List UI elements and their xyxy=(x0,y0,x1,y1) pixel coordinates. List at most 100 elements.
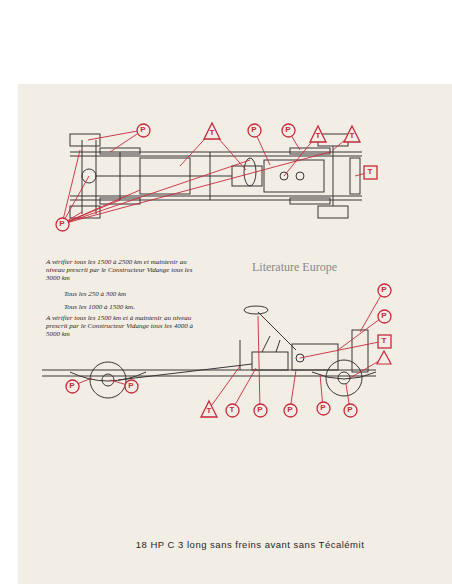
chassis-side-view-stroke xyxy=(352,330,368,372)
callout-letter: T xyxy=(225,403,240,414)
oil-point-triangle-shape-outline xyxy=(344,126,360,142)
chassis-side-view-stroke xyxy=(240,340,241,370)
legend-text: Tous les 250 à 300 km xyxy=(64,290,204,298)
caption: 18 HP C 3 long sans freins avant sans Té… xyxy=(136,539,365,550)
chassis-plan-view xyxy=(70,134,362,218)
chassis-plan-view-stroke xyxy=(296,172,304,180)
leader-lines-stroke xyxy=(209,366,240,409)
callout-letter: P xyxy=(55,217,70,228)
grease-point-circle: P xyxy=(283,403,298,418)
grease-point-circle: P xyxy=(343,403,358,418)
callout-letter: T xyxy=(203,122,221,137)
callout-letter: P xyxy=(124,379,139,390)
leader-lines-stroke xyxy=(62,160,250,224)
chassis-side-view-stroke xyxy=(102,374,114,386)
callout-letter: P xyxy=(377,283,392,294)
check-point-square-shape-outline xyxy=(364,166,377,179)
chassis-plan-view-stroke xyxy=(264,160,324,192)
leader-lines-stroke xyxy=(232,368,256,410)
chassis-plan-view-stroke xyxy=(232,166,262,186)
grease-point-circle-shape-outline xyxy=(282,124,295,137)
check-point-square: T xyxy=(377,334,392,349)
oil-point-triangle-shape-outline xyxy=(310,126,326,142)
callout-letter: P xyxy=(377,309,392,320)
grease-point-circle: T xyxy=(225,403,240,418)
grease-point-circle-shape-outline xyxy=(378,310,391,323)
chassis-side-view-stroke xyxy=(70,372,146,381)
grease-point-circle-shape-outline xyxy=(344,404,357,417)
grease-point-circle-shape-outline xyxy=(137,124,150,137)
chassis-side-view-stroke xyxy=(262,336,270,352)
chassis-plan-view-stroke xyxy=(120,152,121,200)
chassis-plan-view-stroke xyxy=(70,200,362,201)
chassis-plan-view-stroke xyxy=(96,176,232,177)
grease-point-circle-shape-outline xyxy=(248,124,261,137)
blank-triangle-symbol xyxy=(377,351,391,364)
watermark: Literature Europe xyxy=(252,260,337,275)
callout-letter: P xyxy=(253,403,268,414)
grease-point-circle-shape-outline xyxy=(284,404,297,417)
callout-letter: T xyxy=(363,165,378,176)
chassis-side-view-stroke xyxy=(312,372,376,379)
grease-point-circle-shape-outline xyxy=(378,284,391,297)
chassis-side-view-stroke xyxy=(252,352,288,370)
oil-point-triangle-shape-outline xyxy=(201,401,217,417)
chassis-plan-view-stroke xyxy=(290,198,330,204)
grease-point-circle: P xyxy=(136,123,151,138)
callout-letter: P xyxy=(316,401,331,412)
grease-point-circle: P xyxy=(247,123,262,138)
check-point-square-shape-outline xyxy=(378,335,391,348)
grease-point-circle: P xyxy=(124,379,139,394)
grease-point-circle-shape-outline xyxy=(254,404,267,417)
grease-point-circle: P xyxy=(55,217,70,232)
leader-lines-stroke xyxy=(62,200,120,224)
legend-text: A vérifier tous les 1500 à 2500 km et ma… xyxy=(46,258,198,282)
legend-text: A vérifier tous les 1500 km et à mainten… xyxy=(46,314,198,338)
leader-lines-stroke xyxy=(88,130,143,140)
callout-letter: P xyxy=(136,123,151,134)
leader-lines-stroke xyxy=(300,341,384,358)
chassis-side-view-stroke xyxy=(292,344,338,370)
callout-letter: T xyxy=(309,125,327,140)
grease-point-circle-shape-outline xyxy=(125,380,138,393)
oil-point-triangle-shape-outline xyxy=(204,123,220,139)
callout-letter: P xyxy=(281,123,296,134)
legend-text: Tous les 1000 à 1500 km. xyxy=(64,303,204,311)
paper xyxy=(18,84,452,584)
oil-point-triangle: T xyxy=(343,125,361,143)
chassis-side-view-stroke xyxy=(258,312,296,350)
grease-point-circle: P xyxy=(281,123,296,138)
grease-point-circle: P xyxy=(377,309,392,324)
grease-point-circle-shape-outline xyxy=(56,218,69,231)
leader-lines-stroke xyxy=(258,316,260,410)
oil-point-triangle: T xyxy=(203,122,221,140)
callout-letter: T xyxy=(343,125,361,140)
leader-lines-stroke xyxy=(62,150,80,224)
callout-letter: P xyxy=(343,403,358,414)
grease-point-circle-shape-outline xyxy=(226,404,239,417)
grease-point-circle: P xyxy=(65,379,80,394)
grease-point-circle-shape-outline xyxy=(66,380,79,393)
grease-point-circle: P xyxy=(316,401,331,416)
grease-point-circle-shape-outline xyxy=(317,402,330,415)
chassis-plan-view-stroke xyxy=(70,134,100,146)
leader-lines-stroke xyxy=(62,190,140,224)
grease-point-circle: P xyxy=(253,403,268,418)
oil-point-triangle: T xyxy=(200,400,218,418)
oil-point-triangle: T xyxy=(309,125,327,143)
callout-letter: P xyxy=(283,403,298,414)
grease-point-circle: P xyxy=(377,283,392,298)
chassis-plan-view-stroke xyxy=(70,156,362,157)
callout-letter: P xyxy=(247,123,262,134)
leader-lines-stroke xyxy=(62,152,330,224)
callout-letter: P xyxy=(65,379,80,390)
chassis-plan-view-stroke xyxy=(70,196,362,197)
chassis-plan-view-stroke xyxy=(318,206,348,218)
chassis-plan-view-stroke xyxy=(333,146,334,206)
callout-letter: T xyxy=(200,400,218,415)
chassis-plan-view-stroke xyxy=(100,148,140,154)
chassis-side-view-stroke xyxy=(276,340,280,352)
chassis-side-view-stroke xyxy=(338,372,350,384)
chassis-plan-view-stroke xyxy=(70,152,362,153)
